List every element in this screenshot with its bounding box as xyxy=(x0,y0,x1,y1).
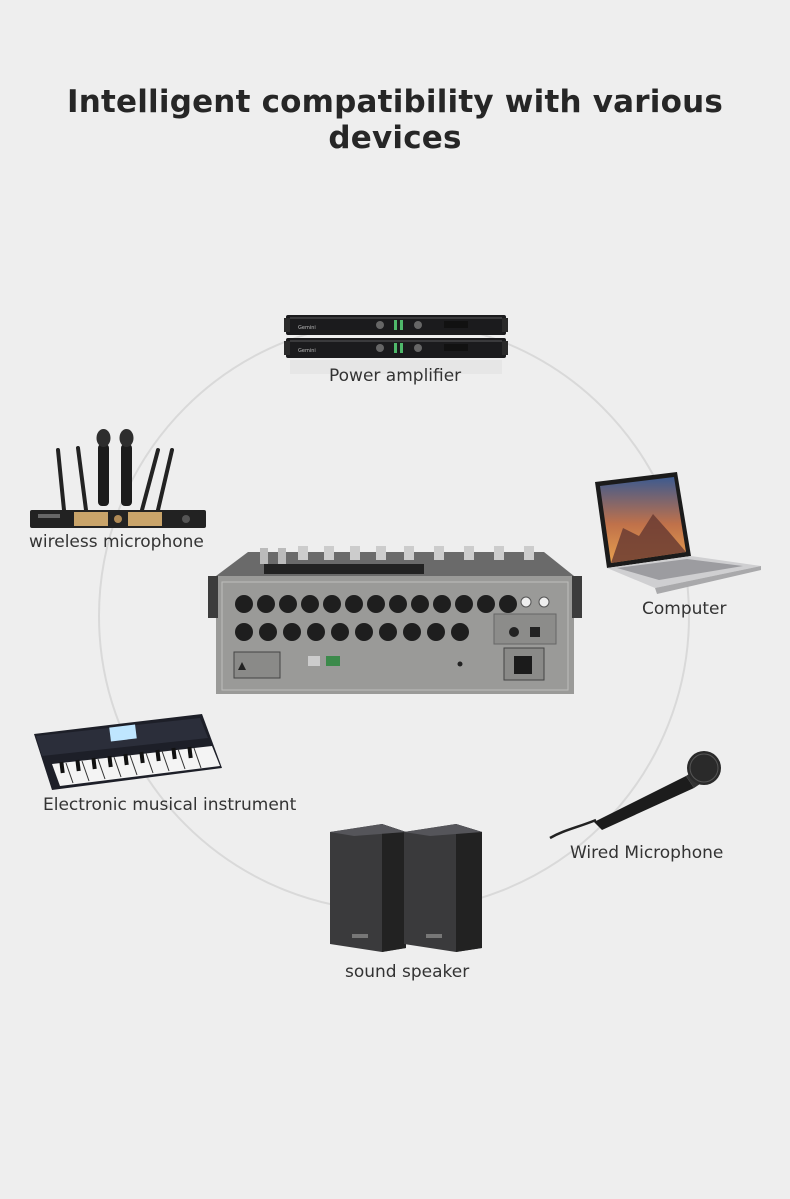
page-title: Intelligent compatibility with various d… xyxy=(66,84,724,156)
sound-speaker-label: sound speaker xyxy=(345,962,470,982)
computer-image xyxy=(593,470,763,596)
computer-label: Computer xyxy=(642,599,727,619)
electronic-instrument-label: Electronic musical instrument xyxy=(43,795,297,815)
electronic-keyboard-image xyxy=(30,712,224,792)
sound-speaker-image xyxy=(330,822,486,954)
svg-text:Gemini: Gemini xyxy=(298,325,316,331)
power-amplifier-image: Gemini Gemini xyxy=(284,312,508,378)
audio-mixer-image xyxy=(208,542,582,698)
wired-microphone-image xyxy=(546,746,724,842)
wireless-microphone-label: wireless microphone xyxy=(29,532,204,552)
wired-microphone-label: Wired Microphone xyxy=(570,843,724,863)
wireless-microphone-image xyxy=(30,428,206,532)
svg-text:Gemini: Gemini xyxy=(298,348,316,354)
power-amplifier-label: Power amplifier xyxy=(329,366,462,386)
